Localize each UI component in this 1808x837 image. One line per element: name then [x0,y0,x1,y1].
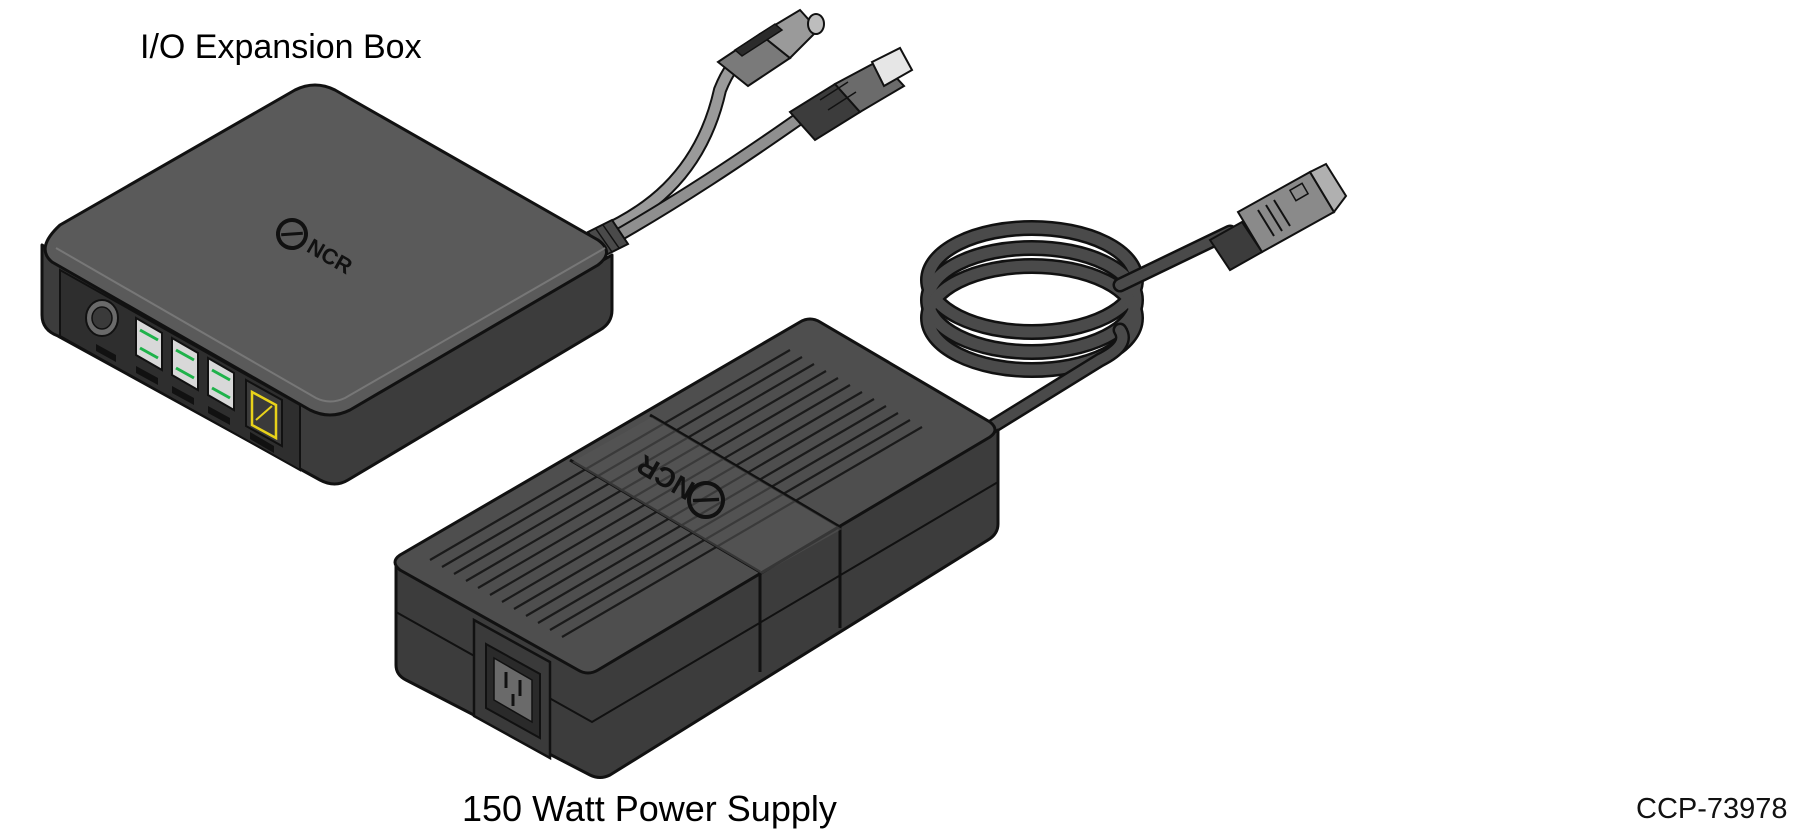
dc-connector-icon [716,8,825,88]
io-expansion-box-label: I/O Expansion Box [140,28,422,66]
power-supply: NCR [393,162,1348,779]
port-label-tabs [96,344,274,453]
usb-port-2-icon [171,336,199,392]
ps2-port-icon [85,299,119,337]
usb-connector-icon [788,46,914,142]
dc-output-connector-icon [1208,162,1348,272]
io-expansion-box: NCR [40,8,914,486]
power-supply-label: 150 Watt Power Supply [462,788,837,829]
usb-port-3-icon [207,356,235,412]
usb-port-1-icon [135,316,163,372]
figure-reference-id: CCP-73978 [1636,793,1788,825]
ac-inlet-icon [472,617,552,761]
ethernet-port-icon [245,378,283,448]
